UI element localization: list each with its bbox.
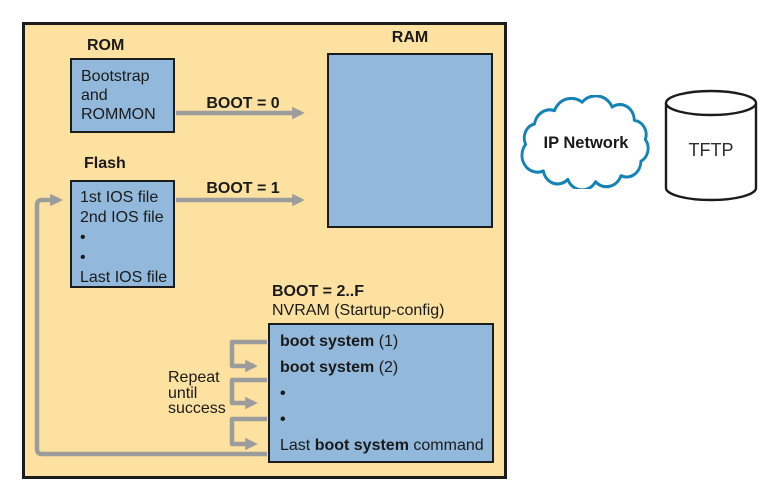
nvram-row: Last boot system command	[280, 433, 492, 459]
rom-label: ROM	[87, 37, 125, 54]
repeat-label-line: Repeat	[168, 369, 220, 386]
nvram-row-command: boot system	[280, 359, 375, 376]
flash-line: •	[80, 249, 86, 266]
nvram-row-command: boot system	[314, 437, 409, 454]
nvram-row-suffix: command	[408, 437, 484, 454]
flash-line: 1st IOS file	[80, 189, 159, 206]
boot0-label: BOOT = 0	[206, 95, 280, 112]
flash-line: Last IOS file	[80, 269, 168, 286]
ip-network-cloud-icon	[520, 95, 650, 189]
nvram-box: boot system (1) boot system (2) • • Last…	[268, 323, 494, 463]
nvram-row: boot system (1)	[280, 329, 492, 355]
ip-network-label: IP Network	[543, 134, 629, 152]
flash-box: 1st IOS file 2nd IOS file • • Last IOS f…	[70, 180, 175, 288]
nvram-row-prefix: Last	[280, 437, 315, 454]
rom-line: and	[81, 87, 108, 104]
nvram-row-command: boot system	[280, 333, 375, 350]
nvram-row: •	[280, 381, 492, 407]
nvram-row-suffix: (2)	[374, 359, 399, 376]
tftp-label: TFTP	[688, 140, 734, 160]
nvram-row: boot system (2)	[280, 355, 492, 381]
repeat-until-success-label: Repeat until success	[168, 370, 226, 417]
flash-label: Flash	[84, 155, 126, 172]
ram-label: RAM	[391, 29, 429, 46]
nvram-row-dot: •	[280, 385, 286, 402]
tftp-server-cylinder-icon	[664, 89, 758, 202]
nvram-row-dot: •	[280, 411, 286, 428]
nvram-subtitle: NVRAM (Startup-config)	[272, 302, 445, 319]
repeat-label-line: success	[168, 400, 226, 417]
boot1-label: BOOT = 1	[206, 180, 280, 197]
rom-box: Bootstrap and ROMMON	[70, 58, 175, 133]
ram-box	[327, 53, 493, 228]
nvram-row: •	[280, 407, 492, 433]
rom-line: ROMMON	[81, 106, 156, 123]
flash-line: 2nd IOS file	[80, 209, 164, 226]
flash-line: •	[80, 229, 86, 246]
nvram-row-suffix: (1)	[374, 333, 399, 350]
repeat-label-line: until	[168, 384, 198, 402]
boot2-label: BOOT = 2..F	[272, 283, 365, 300]
rom-line: Bootstrap	[81, 68, 150, 85]
